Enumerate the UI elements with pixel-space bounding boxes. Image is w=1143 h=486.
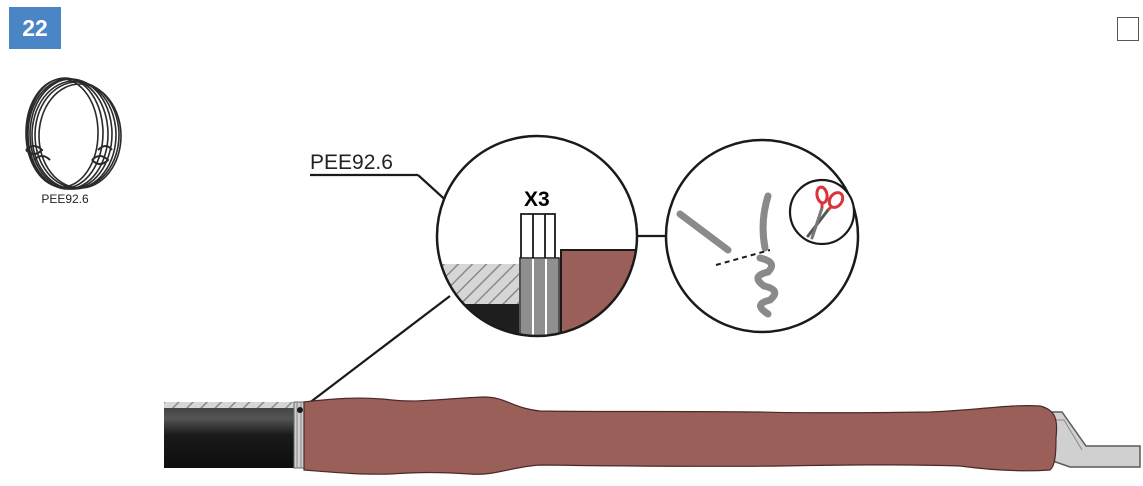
heat-shrink-sleeve bbox=[303, 396, 1058, 475]
step-number-badge: 22 bbox=[9, 7, 61, 49]
step-done-checkbox[interactable] bbox=[1117, 17, 1139, 41]
wrap-count-label: X3 bbox=[524, 188, 550, 211]
cable-jacket bbox=[164, 402, 304, 468]
wire-coil-icon bbox=[25, 77, 122, 190]
zoom-leader-line bbox=[299, 295, 451, 411]
wire-wrap-detail: X3 bbox=[435, 134, 639, 338]
coil-part-label: PEE92.6 bbox=[41, 192, 89, 206]
cable-assembly bbox=[164, 396, 1141, 475]
scissors-icon bbox=[788, 178, 856, 246]
callout-part-label: PEE92.6 bbox=[310, 151, 393, 174]
